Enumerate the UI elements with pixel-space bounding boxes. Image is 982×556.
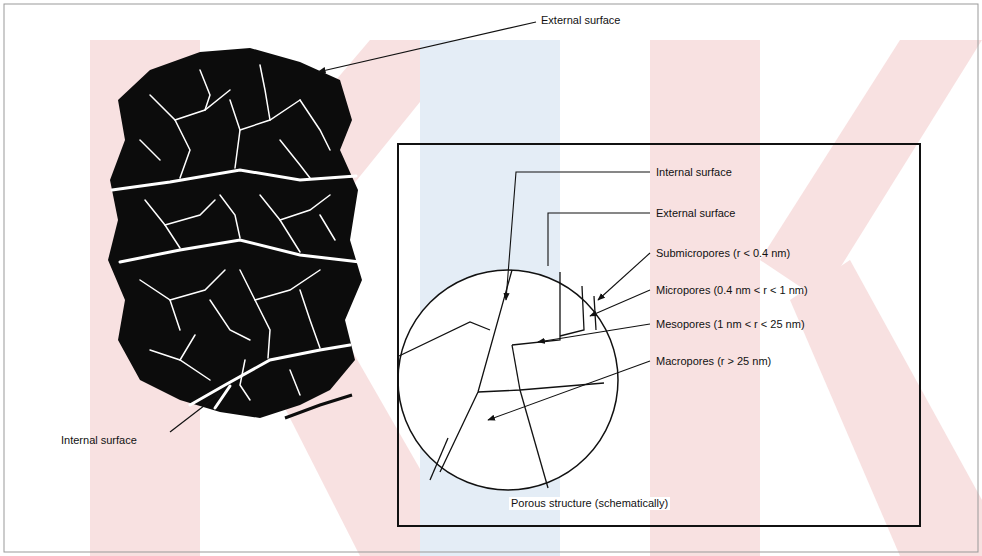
frame: [4, 4, 978, 552]
watermark: [90, 40, 982, 556]
part-label: Micropores (0.4 nm < r < 1 nm): [655, 284, 809, 297]
part-label: External surface: [655, 207, 736, 220]
pore-schematic: [398, 270, 618, 490]
particle: [108, 48, 362, 418]
frame-box: Porous structure (schematically): [397, 143, 921, 527]
caption-text: Porous structure (schematically): [509, 497, 670, 510]
part-label: External surface: [540, 14, 621, 27]
part-label: Submicropores (r < 0.4 nm): [655, 247, 791, 260]
part-label: Mesopores (1 nm < r < 25 nm): [655, 318, 806, 331]
part-label: Internal surface: [655, 166, 733, 179]
part-label: Internal surface: [60, 434, 138, 447]
part-label: Macropores (r > 25 nm): [655, 355, 772, 368]
leader-lines: [488, 172, 650, 420]
